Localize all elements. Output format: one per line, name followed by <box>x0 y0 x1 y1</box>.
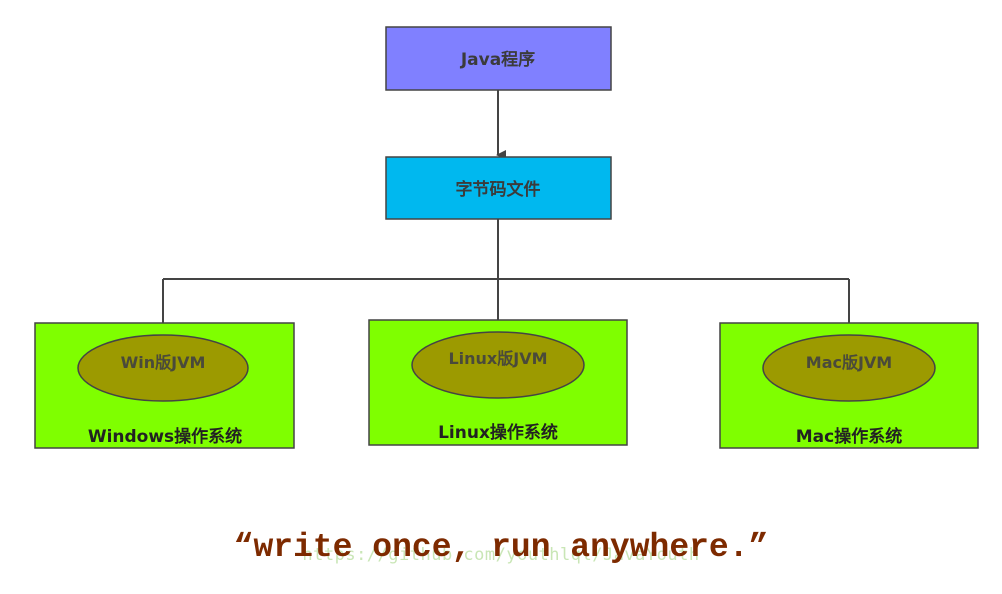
windows-os-label: Windows操作系统 <box>88 426 242 447</box>
linux-platform-node: Linux版JVM Linux操作系统 <box>368 319 628 446</box>
mac-platform-node: Mac版JVM Mac操作系统 <box>719 322 979 449</box>
java-program-node: Java程序 <box>385 26 612 91</box>
linux-jvm-label: Linux版JVM <box>448 349 547 368</box>
mac-os-label: Mac操作系统 <box>796 426 902 447</box>
windows-jvm-ellipse <box>77 334 249 402</box>
linux-os-label: Linux操作系统 <box>438 422 558 443</box>
bytecode-file-label: 字节码文件 <box>456 179 541 200</box>
watermark-url: https://github.com/youthlql/JavaYouth <box>302 545 700 565</box>
linux-jvm-ellipse <box>411 331 585 399</box>
connector-tree <box>161 219 857 341</box>
slogan-text: “write once, run anywhere.” <box>233 529 769 566</box>
windows-jvm-label: Win版JVM <box>121 353 206 372</box>
windows-platform-node: Win版JVM Windows操作系统 <box>34 322 295 449</box>
mac-jvm-label: Mac版JVM <box>806 353 892 372</box>
bytecode-file-node: 字节码文件 <box>385 156 612 220</box>
java-program-label: Java程序 <box>460 49 535 70</box>
mac-jvm-ellipse <box>762 334 936 402</box>
